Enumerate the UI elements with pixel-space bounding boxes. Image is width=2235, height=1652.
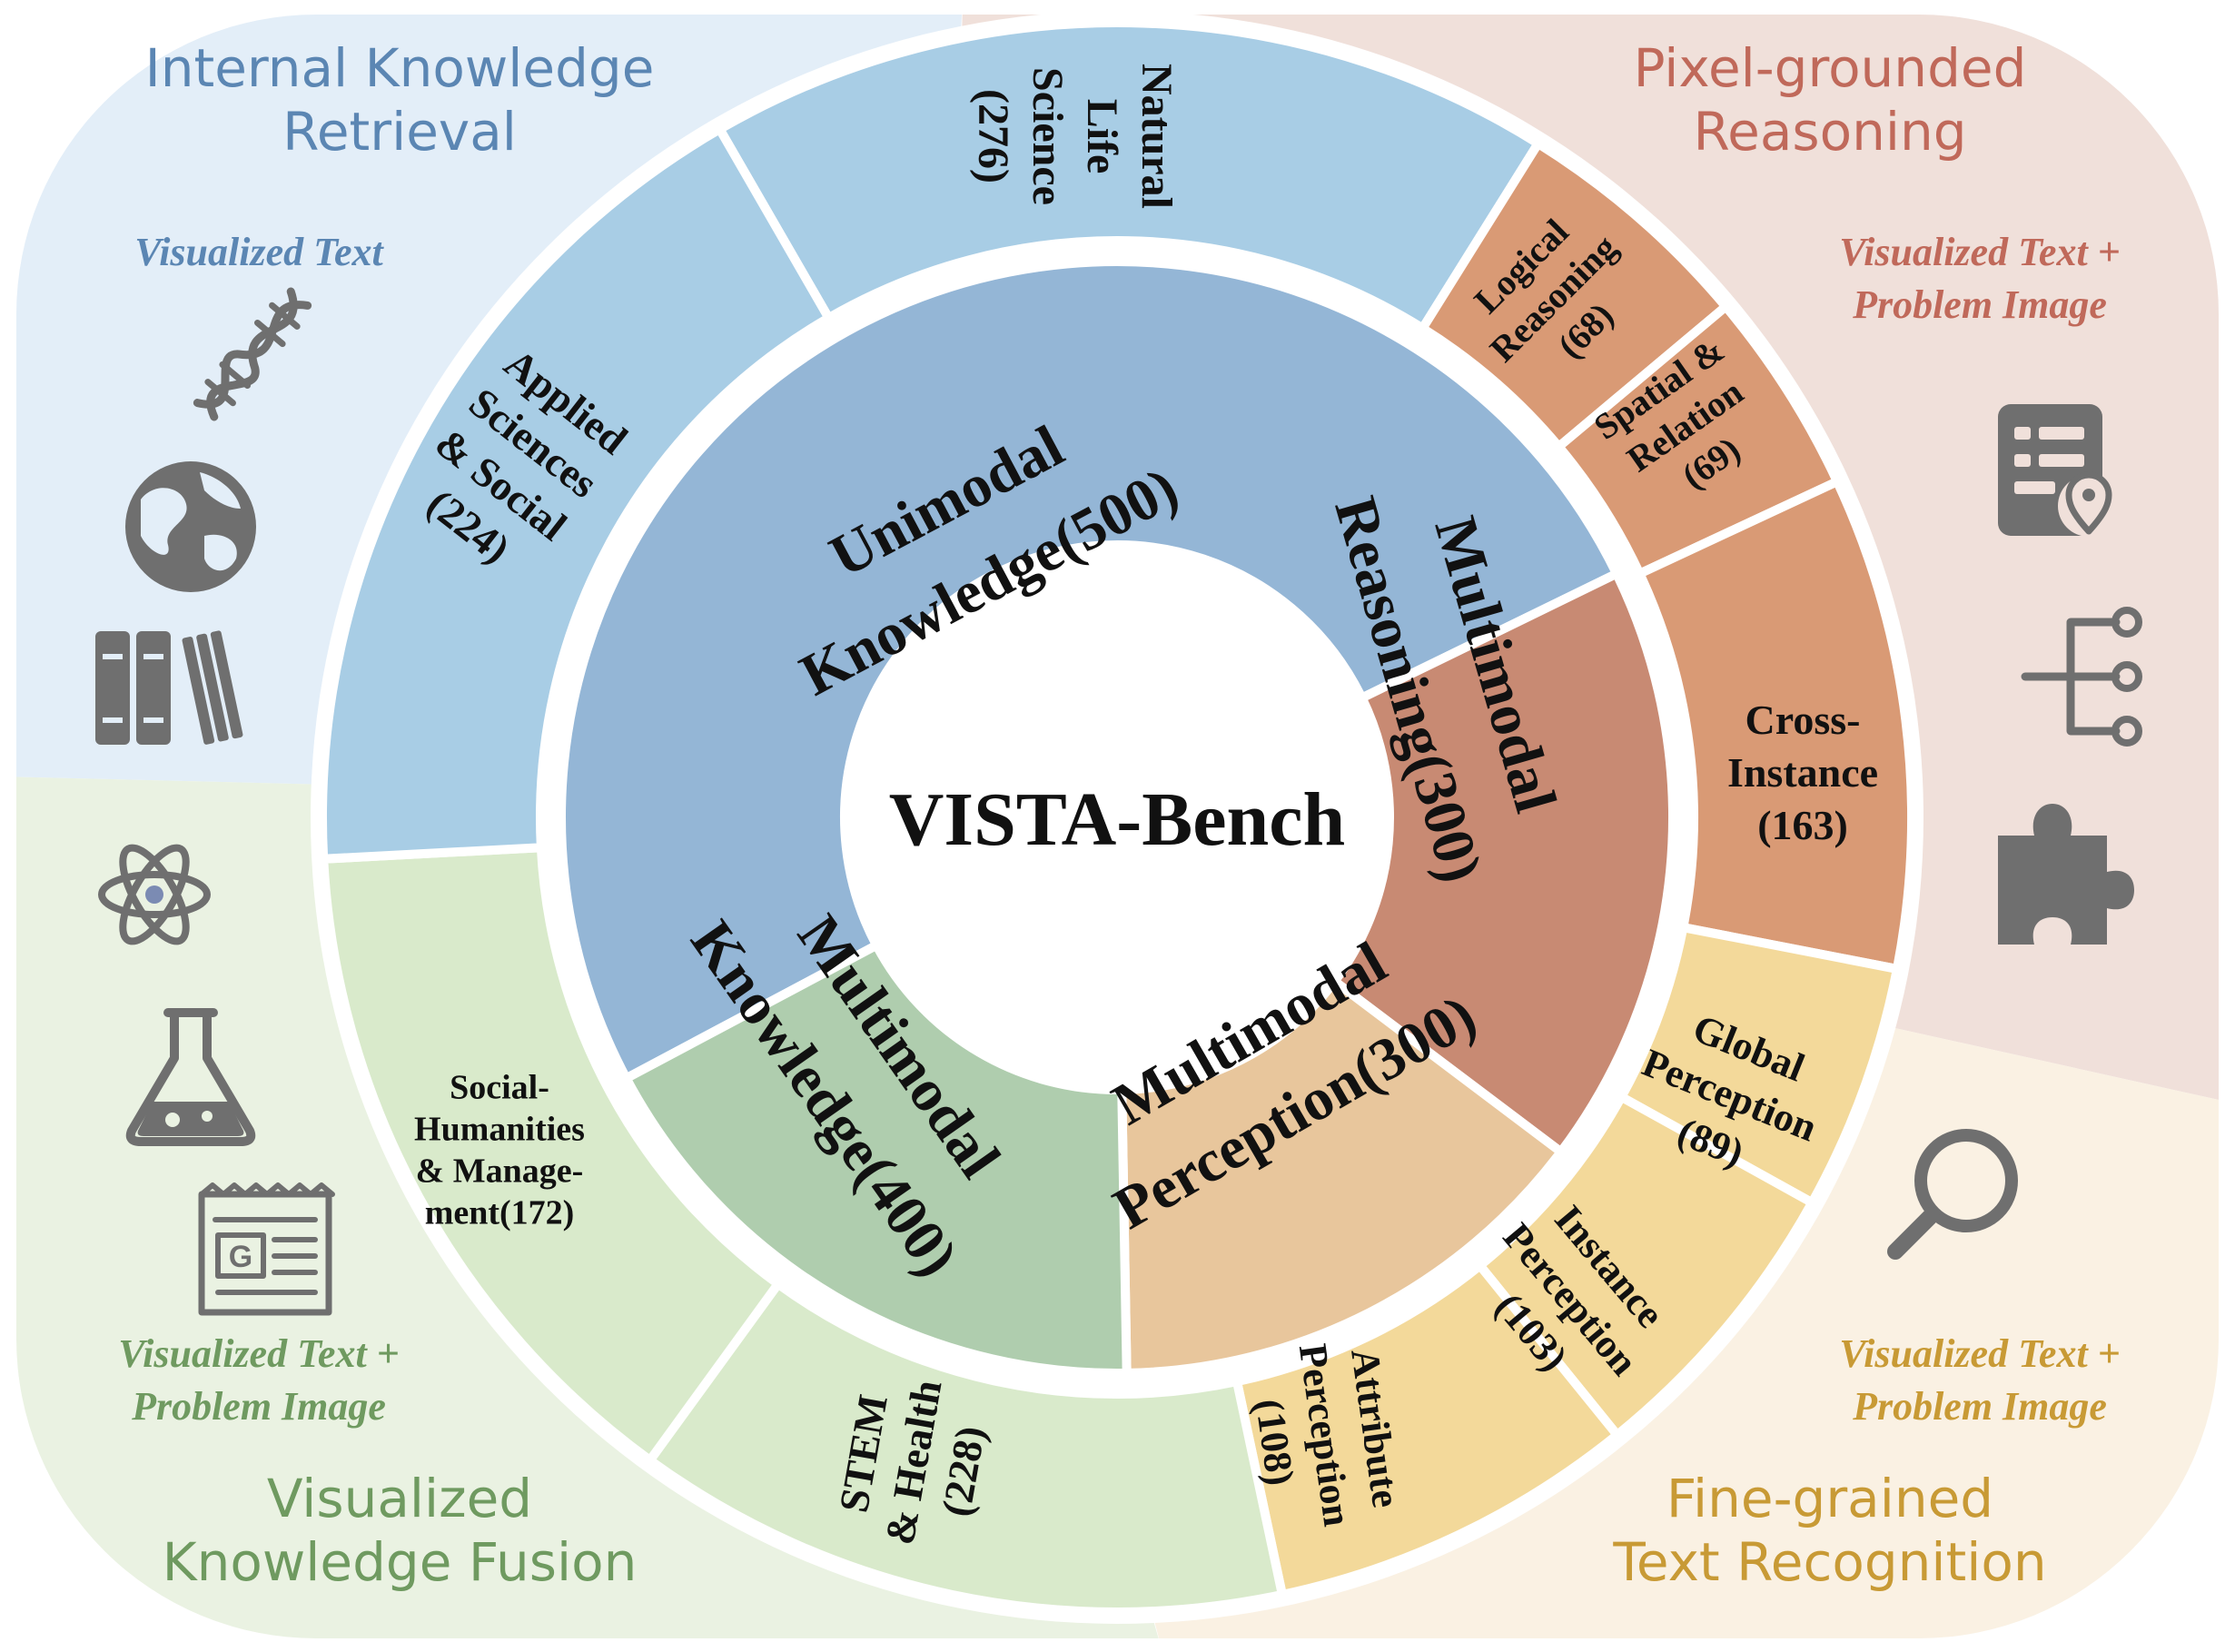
quadrant-title-line: Knowledge Fusion xyxy=(163,1531,638,1593)
tree-network-icon xyxy=(2021,607,2142,747)
inner-segment-4 xyxy=(619,939,1132,1378)
outer-segment-10 xyxy=(318,123,836,865)
outer-label-1-line: Natural xyxy=(1132,64,1181,209)
quadrant-subtitle-pgr: Visualized Text + Problem Image xyxy=(1839,230,2121,327)
quadrant-subtitle-vkf: Visualized Text + Problem Image xyxy=(118,1331,400,1429)
newspaper-g-mark: G xyxy=(229,1240,252,1274)
outer-label-1: NaturalLifeScience(276) xyxy=(969,64,1181,209)
center-title: VISTA-Bench xyxy=(889,777,1346,862)
quadrant-subtitle-line: Visualized Text xyxy=(134,230,384,274)
outer-ring-labels: NaturalLifeScience(276)LogicalReasoning(… xyxy=(414,64,1878,1548)
quadrant-subtitle-line: Problem Image xyxy=(131,1384,386,1429)
inner-segment-1 xyxy=(557,257,1623,1085)
outer-label-1-line: Science xyxy=(1024,67,1072,205)
quadrant-title-line: Internal Knowledge xyxy=(145,37,655,99)
outer-label-4-line: Instance xyxy=(1727,749,1878,796)
quadrant-subtitle-line: Problem Image xyxy=(1852,1384,2107,1429)
outer-label-9-line: Social- xyxy=(450,1068,549,1106)
outer-segment-9 xyxy=(318,842,785,1467)
quadrant-subtitle-line: Visualized Text + xyxy=(118,1331,400,1376)
center-hub xyxy=(854,554,1380,1081)
atom-icon xyxy=(98,844,211,945)
quadrant-subtitle-ikr: Visualized Text xyxy=(134,230,384,274)
quadrant-title-line: Visualized xyxy=(267,1468,532,1529)
document-location-icon xyxy=(1998,404,2120,537)
inner-ring xyxy=(557,257,1677,1378)
puzzle-icon xyxy=(1998,804,2134,945)
outer-label-4-line: Cross- xyxy=(1745,697,1861,743)
quadrant-title-line: Text Recognition xyxy=(1612,1531,2046,1593)
books-icon xyxy=(95,630,243,745)
magnifier-icon xyxy=(1887,1129,2018,1260)
outer-label-1-line: Life xyxy=(1078,99,1126,174)
icons: G xyxy=(95,287,2142,1316)
inner-segment-2 xyxy=(1328,568,1677,1159)
outer-label-1-line: (276) xyxy=(969,89,1017,183)
quadrant-title-line: Reasoning xyxy=(1693,101,1966,163)
globe-icon xyxy=(125,461,256,592)
quadrant-title-line: Fine-grained xyxy=(1666,1468,1993,1529)
quadrant-subtitle-line: Visualized Text + xyxy=(1839,230,2121,274)
dna-icon xyxy=(193,287,312,421)
outer-label-9: Social- Humanities & Manage-ment(172) xyxy=(414,1068,585,1232)
outer-label-4-line: (163) xyxy=(1757,802,1848,848)
quadrant-subtitle-line: Problem Image xyxy=(1852,282,2107,327)
outer-label-9-line: Humanities xyxy=(414,1110,585,1148)
outer-label-9-line: & Manage- xyxy=(416,1152,584,1190)
outer-label-4: Cross- Instance (163) xyxy=(1727,697,1878,848)
quadrant-subtitle-line: Visualized Text + xyxy=(1839,1331,2121,1376)
newspaper-icon: G xyxy=(198,1182,335,1316)
flask-icon xyxy=(125,1008,256,1146)
outer-label-9-line: ment(172) xyxy=(425,1193,575,1232)
quadrant-title-line: Pixel-grounded xyxy=(1634,37,2027,99)
outer-segment-1 xyxy=(713,18,1545,335)
quadrant-subtitle-ftr: Visualized Text + Problem Image xyxy=(1839,1331,2121,1429)
quadrant-title-line: Retrieval xyxy=(282,101,517,163)
inner-segment-3 xyxy=(1117,974,1567,1378)
